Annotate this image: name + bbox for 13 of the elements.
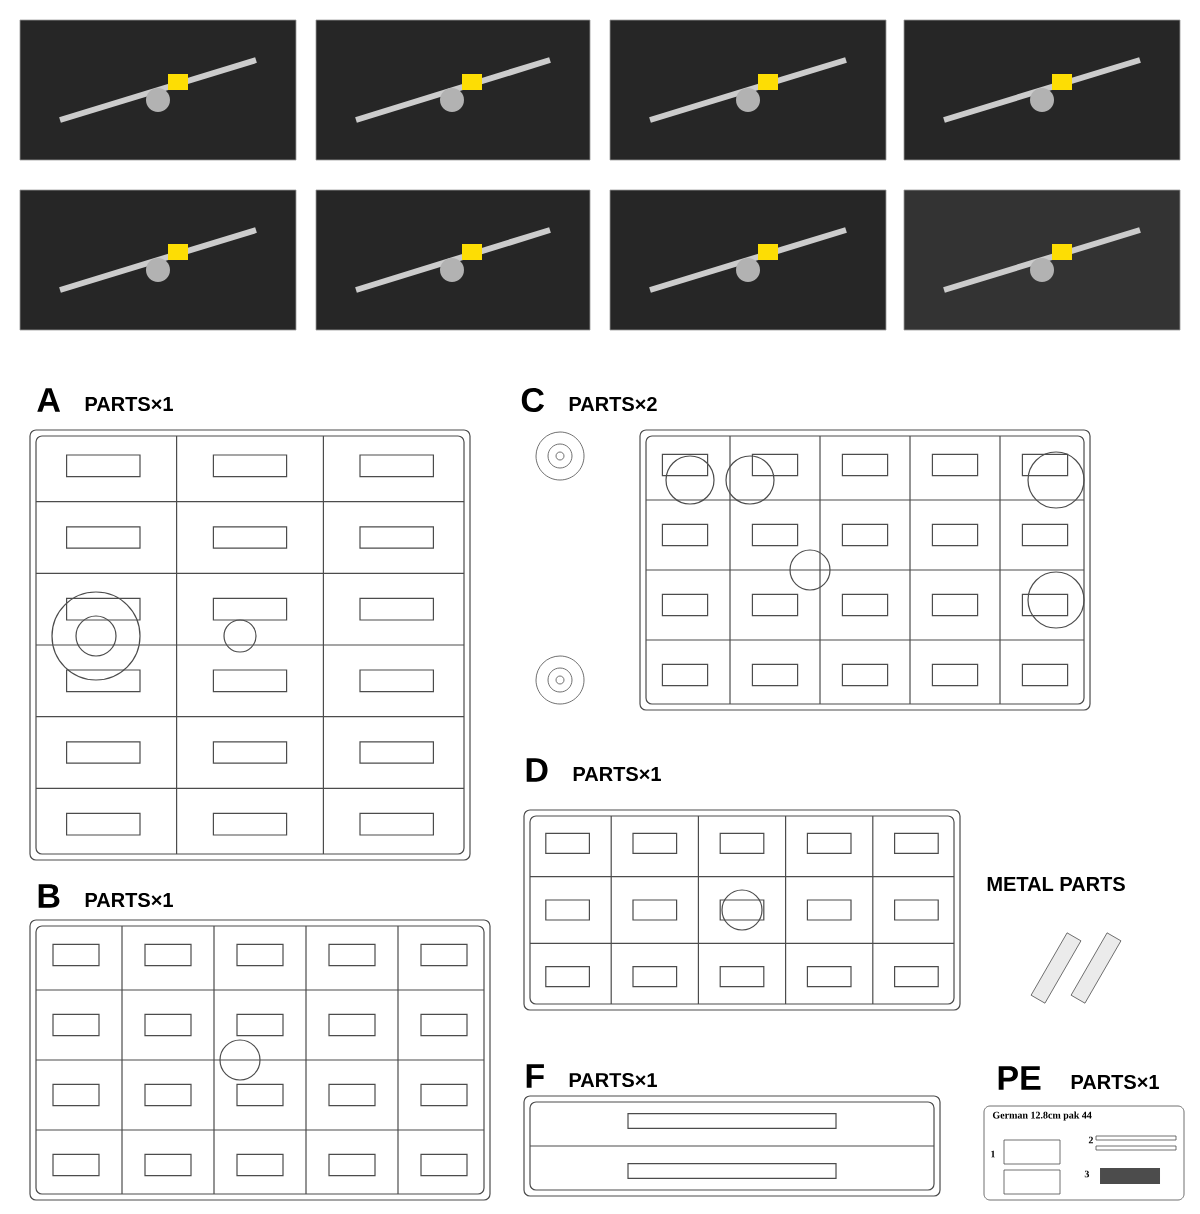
label-text: A (37, 388, 61, 412)
label-text: C (521, 387, 544, 413)
label-text: METAL PARTS (987, 876, 1125, 892)
label-text: PARTS×1 (569, 1072, 657, 1088)
label-text: PARTS×1 (85, 396, 173, 412)
label-text: D (526, 758, 548, 782)
label-text: PARTS×1 (573, 766, 661, 782)
label-text: PARTS×1 (85, 892, 173, 908)
label-text: B (38, 884, 60, 908)
label-text: F (526, 1064, 544, 1088)
label-text: PARTS×1 (1071, 1074, 1159, 1090)
label-text: PE (998, 1066, 1041, 1090)
label-text: PARTS×2 (569, 396, 657, 412)
